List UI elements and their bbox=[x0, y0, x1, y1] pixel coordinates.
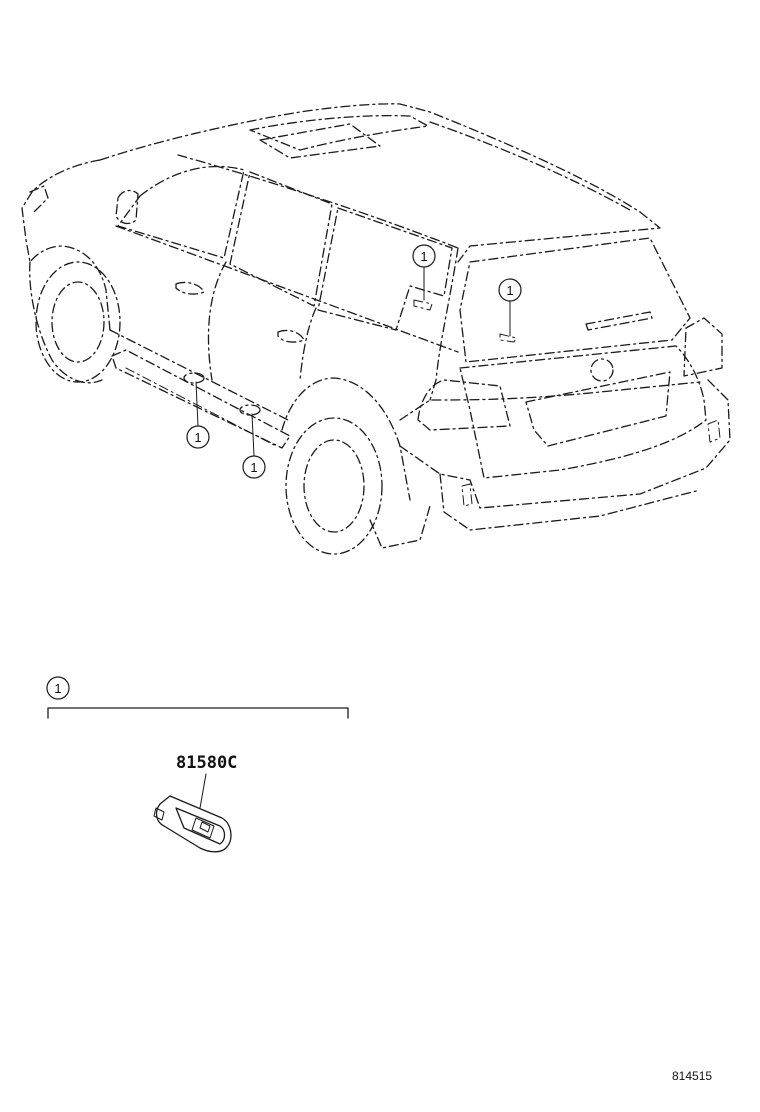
front-fender bbox=[21, 159, 111, 331]
roof-outline bbox=[99, 103, 641, 213]
front-door-handle bbox=[175, 281, 205, 295]
vehicle-illustration bbox=[21, 103, 731, 555]
front-wheel bbox=[35, 261, 121, 383]
callout-circle bbox=[186, 425, 210, 449]
legend: 1 81580C bbox=[46, 676, 349, 853]
lamp-tailgate-area bbox=[499, 333, 517, 343]
sunroof bbox=[259, 123, 381, 159]
reflector-right bbox=[707, 419, 721, 443]
callout-label: 1 bbox=[194, 430, 201, 445]
rear-door-edge bbox=[299, 307, 317, 381]
license-plate-recess bbox=[525, 371, 671, 447]
rear-pillar bbox=[429, 247, 459, 401]
lamp-clip bbox=[153, 807, 165, 821]
front-wheel-arch bbox=[29, 261, 103, 384]
legend-bracket bbox=[47, 707, 349, 719]
lamp-socket bbox=[191, 817, 215, 839]
lamp-front-door bbox=[183, 372, 205, 384]
callout-leader bbox=[251, 413, 255, 457]
rear-wheel-hub bbox=[303, 439, 365, 533]
roof-rear-edge bbox=[457, 211, 661, 263]
roof-rail-left bbox=[249, 114, 429, 151]
side-mirror bbox=[115, 189, 139, 225]
rear-bumper bbox=[399, 379, 731, 509]
callout-label: 1 bbox=[420, 249, 427, 264]
callout-circle bbox=[412, 244, 436, 268]
lamp-lens bbox=[175, 807, 226, 845]
rear-body-side bbox=[399, 381, 701, 421]
quarter-window bbox=[317, 207, 453, 331]
roof-rail-right bbox=[429, 121, 631, 211]
callout-circle bbox=[242, 455, 266, 479]
rear-door-window bbox=[229, 171, 333, 307]
part-leader bbox=[199, 773, 207, 809]
front-door-window bbox=[117, 165, 245, 259]
reflector-left bbox=[461, 483, 473, 507]
callout-label: 1 bbox=[250, 460, 257, 475]
body-side-beltline bbox=[115, 225, 459, 353]
rear-emblem bbox=[590, 358, 614, 382]
lamp-quarter-area bbox=[413, 299, 433, 311]
rear-wheel-arch bbox=[281, 377, 411, 501]
callout-label: 1 bbox=[506, 283, 513, 298]
door-divider bbox=[207, 261, 227, 381]
front-headlamp bbox=[29, 185, 49, 213]
legend-ref-label: 1 bbox=[54, 681, 61, 696]
rear-wheel bbox=[285, 417, 383, 555]
front-wheel-hub bbox=[51, 281, 105, 363]
part-number: 81580C bbox=[176, 753, 237, 773]
running-board bbox=[111, 349, 291, 449]
callout-leader bbox=[195, 381, 199, 427]
running-board-step bbox=[125, 367, 277, 447]
callout-group: 1 1 1 1 bbox=[186, 244, 522, 479]
figure-number: 814515 bbox=[672, 1069, 712, 1083]
rear-mudflap bbox=[369, 505, 431, 549]
tailgate-outline bbox=[459, 345, 707, 479]
callout-circle bbox=[498, 278, 522, 302]
lamp-rear-door bbox=[239, 404, 261, 416]
roof-side-edge bbox=[177, 154, 459, 249]
rear-lamp-left bbox=[417, 379, 511, 431]
rear-bumper-lower bbox=[439, 473, 701, 531]
rear-window bbox=[459, 237, 691, 363]
lamp-part-drawing bbox=[153, 795, 232, 853]
body-lower-edge bbox=[109, 329, 289, 421]
lamp-detail bbox=[199, 821, 211, 833]
rear-wiper bbox=[585, 311, 653, 331]
legend-ref-circle bbox=[46, 676, 70, 700]
rear-door-handle bbox=[277, 329, 305, 343]
rear-lamp-right bbox=[683, 317, 723, 377]
